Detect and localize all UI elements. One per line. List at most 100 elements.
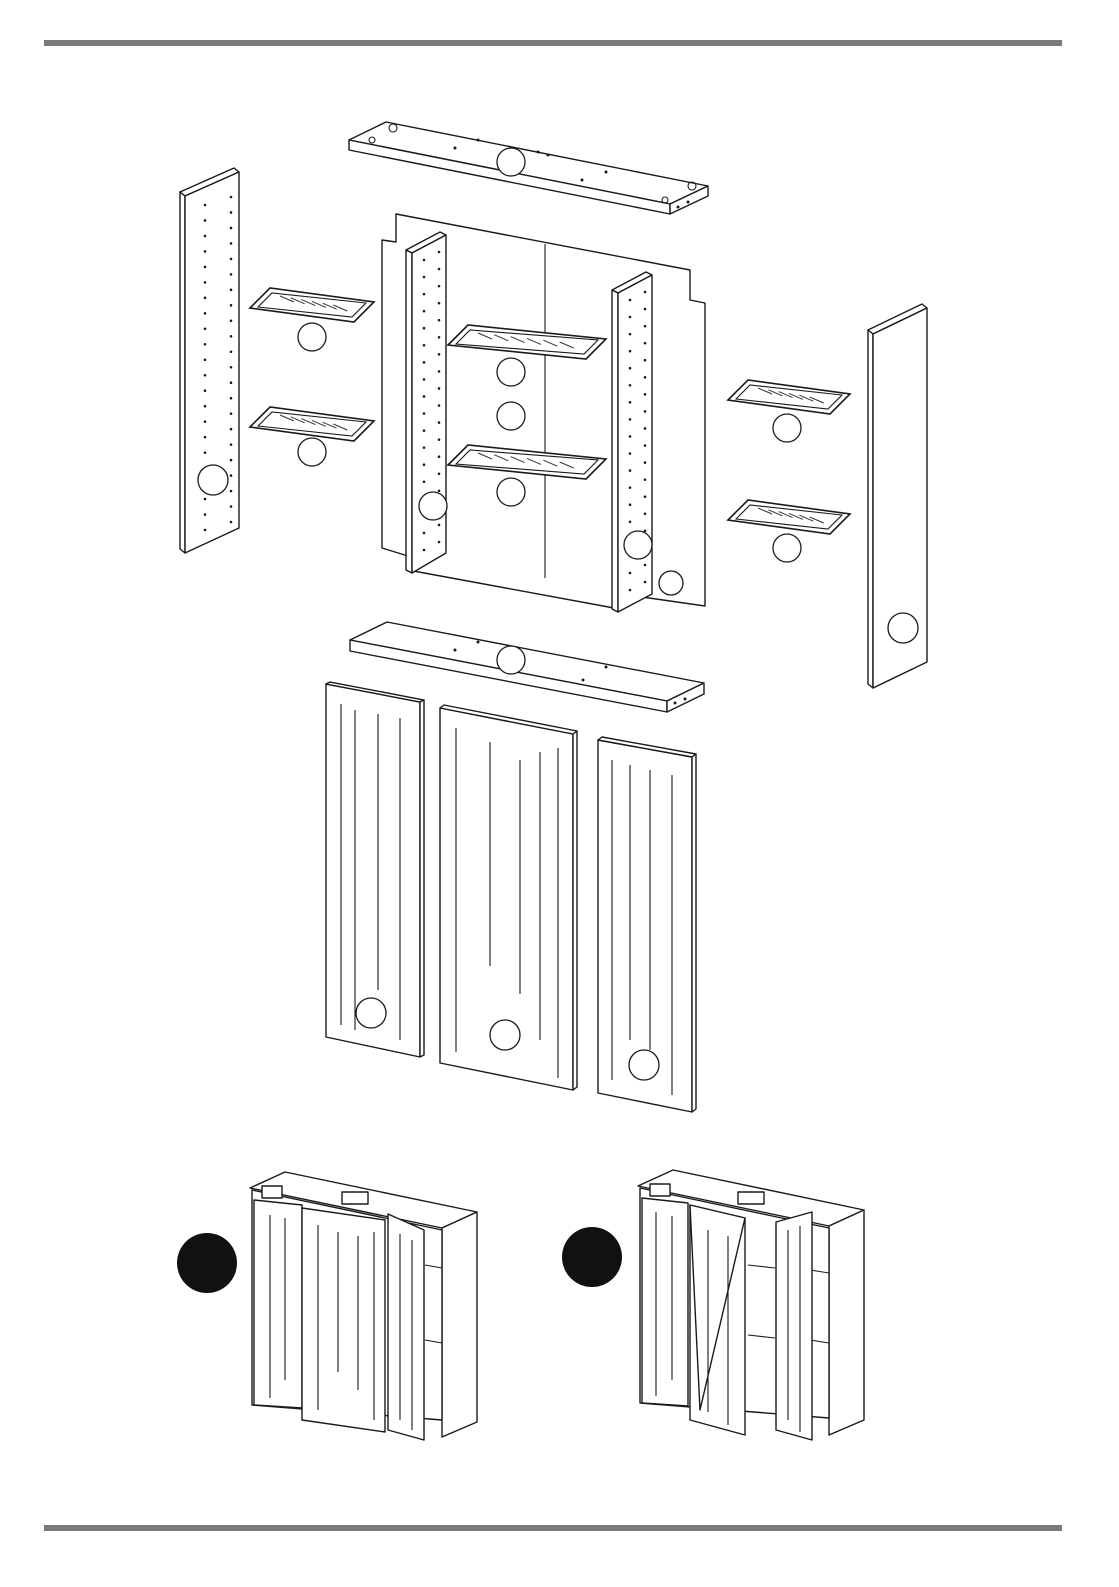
callout-back-panel-cutout xyxy=(659,571,683,595)
peg-hole xyxy=(423,429,426,432)
peg-hole xyxy=(204,266,207,269)
peg-hole xyxy=(438,319,441,322)
peg-hole xyxy=(423,327,426,330)
peg-hole xyxy=(629,316,632,319)
peg-hole xyxy=(204,405,207,408)
glass-shelf-1 xyxy=(250,288,374,322)
peg-hole xyxy=(438,472,441,475)
peg-hole xyxy=(423,310,426,313)
callout-divider-left xyxy=(419,492,447,520)
callout-bottom-panel xyxy=(497,646,525,674)
peg-hole xyxy=(629,520,632,523)
peg-hole xyxy=(230,412,233,415)
peg-hole xyxy=(438,336,441,339)
peg-hole xyxy=(230,366,233,369)
peg-hole xyxy=(629,572,632,575)
assembled-view-2 xyxy=(562,1170,864,1440)
peg-hole xyxy=(438,302,441,305)
peg-hole xyxy=(629,350,632,353)
peg-hole xyxy=(230,320,233,323)
peg-hole xyxy=(230,474,233,477)
peg-hole xyxy=(644,325,647,328)
callout-glass-shelf-6 xyxy=(773,534,801,562)
peg-hole xyxy=(423,378,426,381)
peg-hole xyxy=(204,343,207,346)
peg-hole xyxy=(438,285,441,288)
peg-hole xyxy=(230,273,233,276)
peg-hole xyxy=(230,258,233,261)
glass-shelf-2 xyxy=(250,407,374,441)
peg-hole xyxy=(629,503,632,506)
left-side-panel xyxy=(180,168,239,553)
peg-hole xyxy=(423,293,426,296)
peg-hole xyxy=(204,219,207,222)
peg-hole xyxy=(204,513,207,516)
peg-hole xyxy=(644,444,647,447)
peg-hole xyxy=(438,421,441,424)
peg-hole xyxy=(644,512,647,515)
peg-hole xyxy=(423,549,426,552)
peg-hole xyxy=(204,204,207,207)
peg-hole xyxy=(644,359,647,362)
peg-hole xyxy=(629,452,632,455)
inner-divider-right xyxy=(612,272,652,612)
peg-hole xyxy=(230,459,233,462)
peg-hole xyxy=(629,367,632,370)
peg-hole xyxy=(629,401,632,404)
peg-hole xyxy=(629,333,632,336)
peg-hole xyxy=(644,342,647,345)
peg-hole xyxy=(230,350,233,353)
peg-hole xyxy=(644,291,647,294)
callout-glass-shelf-3 xyxy=(497,358,525,386)
peg-hole xyxy=(204,529,207,532)
peg-hole xyxy=(438,251,441,254)
peg-hole xyxy=(644,461,647,464)
peg-hole xyxy=(204,250,207,253)
peg-hole xyxy=(629,418,632,421)
peg-hole xyxy=(423,276,426,279)
peg-hole xyxy=(204,389,207,392)
peg-hole xyxy=(230,227,233,230)
peg-hole xyxy=(204,420,207,423)
right-side-panel xyxy=(868,304,927,688)
peg-hole xyxy=(629,299,632,302)
peg-hole xyxy=(423,344,426,347)
peg-hole xyxy=(230,242,233,245)
peg-hole xyxy=(629,384,632,387)
peg-hole xyxy=(204,235,207,238)
peg-hole xyxy=(629,589,632,592)
peg-hole xyxy=(644,393,647,396)
peg-hole xyxy=(423,412,426,415)
peg-hole xyxy=(230,397,233,400)
callout-top-panel xyxy=(497,148,525,176)
peg-hole xyxy=(629,469,632,472)
inner-divider-left xyxy=(406,232,447,573)
callout-right-side-panel xyxy=(888,613,918,643)
callout-left-side-panel xyxy=(198,465,228,495)
peg-hole xyxy=(438,455,441,458)
peg-hole xyxy=(438,268,441,271)
peg-hole xyxy=(423,361,426,364)
peg-hole xyxy=(204,498,207,501)
step-badge-1 xyxy=(177,1233,237,1293)
callout-door-right xyxy=(629,1050,659,1080)
peg-hole xyxy=(644,376,647,379)
glass-shelf-5 xyxy=(728,380,850,414)
glass-shelf-6 xyxy=(728,500,850,534)
peg-hole xyxy=(230,304,233,307)
peg-hole xyxy=(438,524,441,527)
peg-hole xyxy=(644,410,647,413)
peg-hole xyxy=(204,281,207,284)
peg-hole xyxy=(644,478,647,481)
callout-door-center xyxy=(490,1020,520,1050)
peg-hole xyxy=(204,328,207,331)
peg-hole xyxy=(204,358,207,361)
peg-hole xyxy=(230,490,233,493)
callout-door-left xyxy=(356,998,386,1028)
peg-hole xyxy=(644,581,647,584)
peg-hole xyxy=(423,395,426,398)
peg-hole xyxy=(644,308,647,311)
callout-glass-shelf-2 xyxy=(298,438,326,466)
peg-hole xyxy=(230,196,233,199)
